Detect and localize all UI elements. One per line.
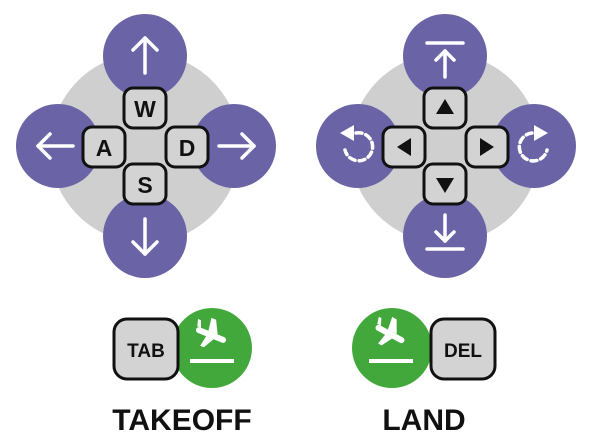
land-circle bbox=[352, 308, 432, 388]
arrow-down-icon bbox=[131, 217, 159, 256]
takeoff-control: TAB TAKEOFF bbox=[112, 308, 252, 437]
triangle-right-icon bbox=[480, 138, 494, 156]
movement-pad: W A D S bbox=[16, 14, 276, 278]
triangle-left-icon bbox=[397, 138, 411, 156]
ascend-button bbox=[403, 14, 487, 98]
key-del-label: DEL bbox=[444, 341, 482, 362]
altitude-pad bbox=[316, 14, 576, 278]
triangle-up-icon bbox=[436, 99, 454, 114]
key-w-label: W bbox=[134, 96, 156, 122]
flight-land-icon bbox=[369, 316, 413, 363]
land-caption: LAND bbox=[382, 404, 465, 437]
key-arrow-up bbox=[422, 86, 468, 130]
takeoff-circle bbox=[172, 308, 252, 388]
move-right-button bbox=[192, 104, 276, 188]
key-arrow-down bbox=[422, 162, 468, 206]
takeoff-caption: TAKEOFF bbox=[112, 404, 251, 437]
key-w: W bbox=[122, 86, 168, 130]
flight-takeoff-icon bbox=[190, 317, 234, 363]
rotate-right-button bbox=[492, 104, 576, 188]
move-up-button bbox=[103, 14, 187, 98]
key-a-label: A bbox=[96, 135, 113, 161]
key-a: A bbox=[81, 125, 127, 169]
key-arrow-left bbox=[381, 125, 427, 169]
arrow-up-icon bbox=[131, 36, 159, 75]
move-down-button bbox=[103, 194, 187, 278]
key-d: D bbox=[164, 125, 210, 169]
key-tab: TAB bbox=[112, 317, 180, 381]
rotate-cw-icon bbox=[517, 125, 549, 163]
descend-icon bbox=[425, 213, 465, 251]
key-s: S bbox=[122, 162, 168, 206]
arrow-right-icon bbox=[217, 132, 256, 160]
key-arrow-right bbox=[464, 125, 510, 169]
key-d-label: D bbox=[179, 135, 196, 161]
key-s-label: S bbox=[137, 172, 152, 198]
rotate-ccw-icon bbox=[340, 125, 375, 163]
arrow-left-icon bbox=[36, 132, 75, 160]
descend-button bbox=[403, 194, 487, 278]
triangle-down-icon bbox=[436, 178, 454, 193]
key-del: DEL bbox=[429, 317, 497, 381]
move-left-button bbox=[16, 104, 100, 188]
rotate-left-button bbox=[316, 104, 400, 188]
ascend-icon bbox=[425, 41, 465, 79]
land-control: DEL LAND bbox=[352, 308, 497, 437]
movement-pad-disc bbox=[50, 53, 240, 243]
key-tab-label: TAB bbox=[127, 341, 165, 362]
altitude-pad-disc bbox=[350, 53, 540, 243]
